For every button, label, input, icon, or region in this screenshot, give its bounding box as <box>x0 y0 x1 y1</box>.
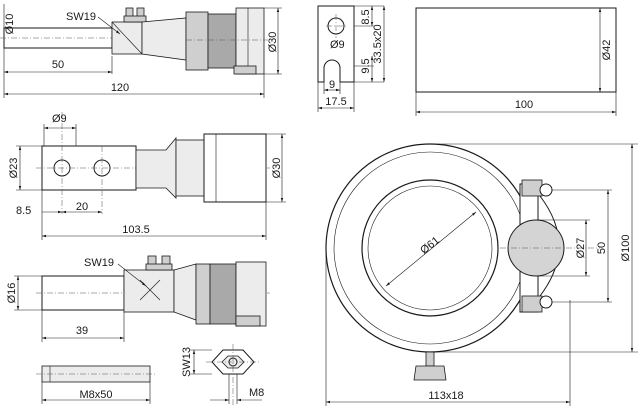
label-clamp-85: 8.5 <box>360 9 372 24</box>
bottom-side-view: SW19 Ø16 39 <box>6 255 270 342</box>
label-mid-1035: 103.5 <box>122 224 150 236</box>
mid-top-view: Ø9 Ø23 Ø30 8.5 20 103.5 <box>8 112 286 240</box>
label-bot-39: 39 <box>76 325 88 337</box>
label-mid-d9: Ø9 <box>52 113 67 125</box>
ring-assembly-view: Ø61 Ø27 50 Ø100 113x18 <box>325 143 638 406</box>
label-bot-d16: Ø16 <box>6 283 18 304</box>
label-block-100: 100 <box>515 99 533 111</box>
label-sw13: SW13 <box>181 347 193 377</box>
label-50: 50 <box>52 59 64 71</box>
label-ring-d27: Ø27 <box>575 238 587 259</box>
label-block-d42: Ø42 <box>601 40 613 61</box>
label-mid-d23: Ø23 <box>8 158 20 179</box>
label-sw19-top: SW19 <box>66 11 96 23</box>
bolt-view: M8x50 <box>36 365 156 404</box>
label-mid-d30: Ø30 <box>271 158 283 179</box>
label-clamp-95: 9.5 <box>360 58 372 73</box>
label-d30-top: Ø30 <box>267 32 279 53</box>
label-clamp-175: 17.5 <box>325 96 346 108</box>
label-ring-d100: Ø100 <box>620 235 632 262</box>
block-view: Ø42 100 <box>415 7 617 116</box>
label-clamp-d9: Ø9 <box>330 39 345 51</box>
label-m8: M8 <box>249 387 264 399</box>
top-left-side-view: Ø10 SW19 Ø30 50 120 <box>0 4 282 98</box>
clamp-plate-view: Ø9 8.5 9.5 33.5x20 9 17.5 <box>317 5 386 112</box>
nut-view: SW13 M8 <box>181 344 264 406</box>
label-mid-85: 8.5 <box>16 205 31 217</box>
label-m8x50: M8x50 <box>79 389 112 401</box>
label-clamp-335x20: 33.5x20 <box>372 24 384 63</box>
label-ring-50: 50 <box>596 242 608 254</box>
label-clamp-9: 9 <box>329 79 335 91</box>
label-mid-20: 20 <box>76 201 88 213</box>
label-d10: Ø10 <box>4 14 16 35</box>
label-sw19-bottom: SW19 <box>84 257 114 269</box>
label-120: 120 <box>111 82 129 94</box>
label-ring-113x18: 113x18 <box>428 390 463 402</box>
